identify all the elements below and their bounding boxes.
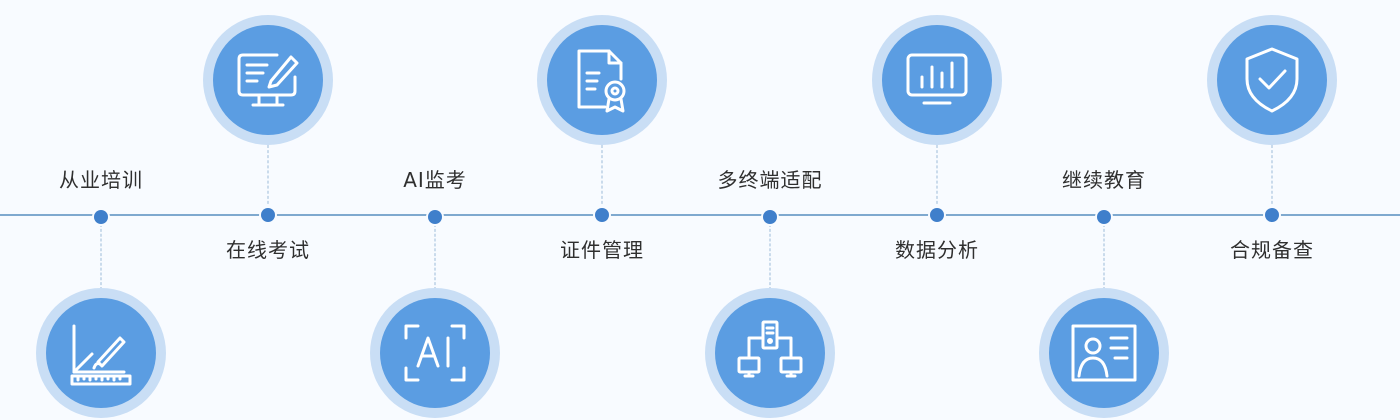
feature-badge-certificate-management [537,15,667,145]
timeline-node [763,210,777,224]
timeline-node [595,208,609,222]
feature-label-certificate-management: 证件管理 [560,238,644,262]
connector-line [267,145,269,209]
timeline-node [1097,210,1111,224]
feature-label-online-exam: 在线考试 [226,238,310,262]
feature-label-multi-terminal: 多终端适配 [717,168,823,192]
connector-line [100,224,102,290]
feature-label-compliance-audit: 合规备查 [1230,238,1314,262]
connector-line [769,224,771,290]
timeline-node [94,210,108,224]
timeline-node [1265,208,1279,222]
connector-line [1103,224,1105,290]
timeline-node [428,210,442,224]
feature-badge-continuing-education [1039,288,1169,418]
feature-label-ai-proctoring: AI监考 [403,168,467,192]
feature-label-training: 从业培训 [59,168,143,192]
bar-chart-monitor-icon [906,53,968,105]
feature-badge-ai-proctoring [370,288,500,418]
connector-line [434,224,436,290]
feature-badge-online-exam [203,15,333,145]
feature-badge-compliance-audit [1207,15,1337,145]
feature-label-data-analysis: 数据分析 [895,238,979,262]
ai-frame-icon [404,324,466,382]
feature-badge-training [36,288,166,418]
shield-check-icon [1245,47,1299,113]
feature-badge-data-analysis [872,15,1002,145]
connector-line [1271,145,1273,209]
connector-line [601,145,603,209]
certificate-document-icon [577,49,626,113]
drawing-ruler-icon [70,324,132,386]
timeline-node [261,208,275,222]
monitor-edit-icon [237,53,299,107]
connector-line [936,145,938,209]
teacher-board-icon [1071,324,1137,382]
timeline-axis [0,214,1400,216]
feature-badge-multi-terminal [705,288,835,418]
multi-device-network-icon [737,320,803,378]
feature-label-continuing-education: 继续教育 [1062,168,1146,192]
timeline-node [930,208,944,222]
